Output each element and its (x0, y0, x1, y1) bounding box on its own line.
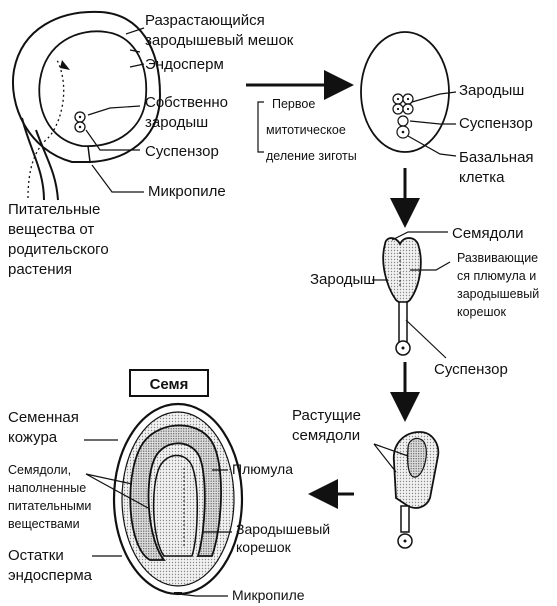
nucleus-dot (79, 116, 81, 118)
nucleus-dot (402, 131, 405, 134)
label-embryo-3: Зародыш (310, 271, 375, 288)
label-plumule: Плюмула (232, 461, 293, 477)
label-developing-1: Развивающие (457, 251, 538, 265)
nucleus-dot (404, 540, 407, 543)
stage4-embryo (394, 432, 439, 548)
label-growing-sac-2: зародышевый мешок (145, 32, 294, 49)
stage2-ovule (361, 32, 449, 152)
label-nutrients-2: вещества от (8, 221, 94, 238)
label-micropyle-1: Микропиле (148, 183, 226, 200)
label-embryo-2: Зародыш (459, 82, 524, 99)
nucleus-dot (402, 347, 405, 350)
label-growing-cot-2: семядоли (292, 427, 360, 444)
label-basal-1: Базальная (459, 149, 534, 166)
label-cot-filled-2: наполненные (8, 481, 86, 495)
label-first-division-1: Первое (272, 97, 315, 111)
label-suspensor-3: Суспензор (434, 361, 508, 378)
stage3-embryo (383, 238, 421, 355)
label-embryo-proper-1: Собственно (145, 94, 228, 111)
suspensor-stalk-4 (401, 506, 409, 532)
label-micropyle-2: Микропиле (232, 587, 305, 603)
label-endosperm: Эндосперм (145, 56, 224, 73)
label-seed-coat-2: кожура (8, 429, 58, 446)
label-embryo-proper-2: зародыш (145, 114, 208, 131)
label-developing-4: корешок (457, 305, 506, 319)
label-nutrients-4: растения (8, 261, 72, 278)
nucleus-dot (407, 98, 409, 100)
seed-title-box: Семя (130, 370, 208, 396)
embryo-sac (39, 31, 146, 146)
nucleus-dot (407, 108, 409, 110)
label-cot-filled-1: Семядоли, (8, 463, 71, 477)
nucleus-dot (397, 108, 399, 110)
cotyledon-inner (154, 456, 198, 557)
label-suspensor-2: Суспензор (459, 115, 533, 132)
label-growing-sac-1: Разрастающийся (145, 12, 265, 29)
label-basal-2: клетка (459, 169, 505, 186)
stage3-labels: Семядоли Зародыш Развивающие ся плюмула … (310, 225, 539, 378)
label-endo-rem-2: эндосперма (8, 567, 93, 584)
label-first-division-2: митотическое (266, 123, 346, 137)
nucleus-dot (79, 126, 81, 128)
label-suspensor-1: Суспензор (145, 143, 219, 160)
label-nutrients-1: Питательные (8, 201, 100, 218)
label-seed-coat-1: Семенная (8, 409, 79, 426)
label-growing-cot-1: Растущие (292, 407, 361, 424)
label-cotyledons-3: Семядоли (452, 225, 524, 242)
suspensor-stalk-3 (399, 302, 407, 342)
label-developing-2: ся плюмула и (457, 269, 536, 283)
label-cot-filled-3: питательными (8, 499, 91, 513)
label-nutrients-3: родительского (8, 241, 109, 258)
nucleus-dot (397, 98, 399, 100)
label-first-division-3: деление зиготы (266, 149, 357, 163)
stage2-labels: Зародыш Суспензор Базальная клетка (459, 82, 534, 186)
label-cot-filled-4: веществами (8, 517, 80, 531)
label-radicle-1: Зародышевый (236, 521, 330, 537)
seed-drawing (114, 404, 242, 594)
label-developing-3: зародышевый (457, 287, 539, 301)
stage4-labels: Растущие семядоли (292, 407, 361, 444)
suspensor-cell (398, 116, 408, 126)
seed-title: Семя (150, 376, 189, 393)
label-endo-rem-1: Остатки (8, 547, 64, 564)
label-radicle-2: корешок (236, 539, 292, 555)
